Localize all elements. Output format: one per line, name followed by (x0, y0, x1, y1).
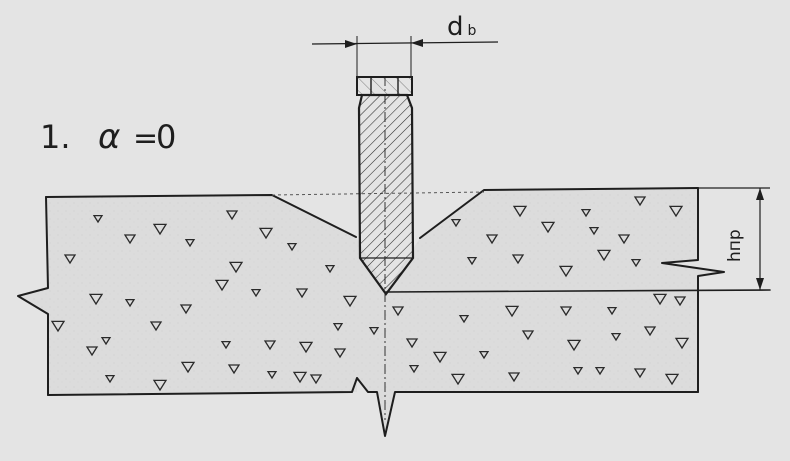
slab-bottom-edge (47, 377, 699, 437)
aggregate-mark (92, 214, 104, 224)
aggregate-mark (478, 350, 490, 360)
aggregate-mark (258, 227, 274, 240)
aggregate-mark (643, 326, 657, 337)
depth-dimension (756, 188, 764, 290)
aggregate-mark (610, 332, 622, 342)
aggregate-mark (512, 205, 528, 218)
aggregate-mark (408, 364, 420, 374)
equals-sign: = (133, 121, 158, 156)
aggregate-mark (540, 221, 556, 234)
aggregate-mark (104, 374, 116, 384)
aggregate-mark (228, 261, 244, 274)
pin-head (356, 76, 413, 96)
aggregate-mark (266, 370, 278, 380)
depth-layer-line (385, 289, 771, 293)
aggregate-mark (485, 234, 499, 245)
aggregate-mark (466, 256, 478, 266)
aggregate-mark (332, 322, 344, 332)
aggregate-mark (149, 321, 163, 332)
aggregate-mark (507, 372, 521, 383)
angle-symbol: α (98, 117, 120, 157)
aggregate-mark (566, 339, 582, 352)
angle-value: 0 (156, 118, 176, 156)
aggregate-mark (580, 208, 592, 218)
aggregate-mark (668, 205, 684, 218)
aggregate-mark (286, 242, 298, 252)
aggregate-mark (342, 295, 358, 308)
aggregate-mark (88, 293, 104, 306)
aggregate-mark (391, 306, 405, 317)
aggregate-mark (559, 306, 573, 317)
aggregate-marks (50, 196, 690, 392)
diameter-dimension (311, 36, 499, 77)
aggregate-mark (511, 254, 525, 265)
aggregate-mark (606, 306, 618, 316)
aggregate-mark (633, 368, 647, 379)
aggregate-mark (333, 348, 347, 359)
original-surface-line (271, 191, 485, 196)
slab-left-edge (17, 196, 49, 396)
aggregate-mark (63, 254, 77, 265)
aggregate-mark (227, 364, 241, 375)
aggregate-mark (100, 336, 112, 346)
aggregate-mark (85, 346, 99, 357)
aggregate-mark (179, 304, 193, 315)
aggregate-mark (673, 296, 687, 307)
aggregate-mark (617, 234, 631, 245)
depth-label: hпр (725, 229, 745, 262)
aggregate-mark (572, 366, 584, 376)
aggregate-mark (630, 258, 642, 268)
aggregate-mark (432, 351, 448, 364)
aggregate-mark (152, 223, 168, 236)
aggregate-mark (180, 361, 196, 374)
case-number: 1. (40, 118, 71, 156)
slab-right-edge (661, 187, 725, 393)
aggregate-mark (295, 288, 309, 299)
aggregate-mark (368, 326, 380, 336)
aggregate-mark (596, 249, 612, 262)
aggregate-mark (521, 330, 535, 341)
aggregate-mark (324, 264, 336, 274)
aggregate-mark (184, 238, 196, 248)
aggregate-mark (309, 374, 323, 385)
aggregate-mark (594, 366, 606, 376)
aggregate-mark (558, 265, 574, 278)
pin (356, 76, 415, 296)
slab-body (18, 188, 724, 436)
aggregate-mark (123, 234, 137, 245)
aggregate-mark (263, 340, 277, 351)
aggregate-mark (298, 341, 314, 354)
aggregate-mark (220, 340, 232, 350)
aggregate-mark (450, 218, 462, 228)
aggregate-mark (458, 314, 470, 324)
aggregate-mark (664, 373, 680, 386)
pin-shank (357, 93, 415, 296)
aggregate-mark (152, 379, 168, 392)
aggregate-mark (214, 279, 230, 292)
aggregate-mark (674, 337, 690, 350)
aggregate-mark (504, 305, 520, 318)
aggregate-mark (124, 298, 136, 308)
aggregate-mark (652, 293, 668, 306)
aggregate-mark (588, 226, 600, 236)
aggregate-mark (292, 371, 308, 384)
aggregate-mark (225, 210, 239, 221)
aggregate-mark (250, 288, 262, 298)
slab-top-edge-right (419, 187, 699, 239)
aggregate-mark (450, 373, 466, 386)
aggregate-mark (633, 196, 647, 207)
aggregate-mark (50, 320, 66, 333)
aggregate-mark (405, 338, 419, 349)
